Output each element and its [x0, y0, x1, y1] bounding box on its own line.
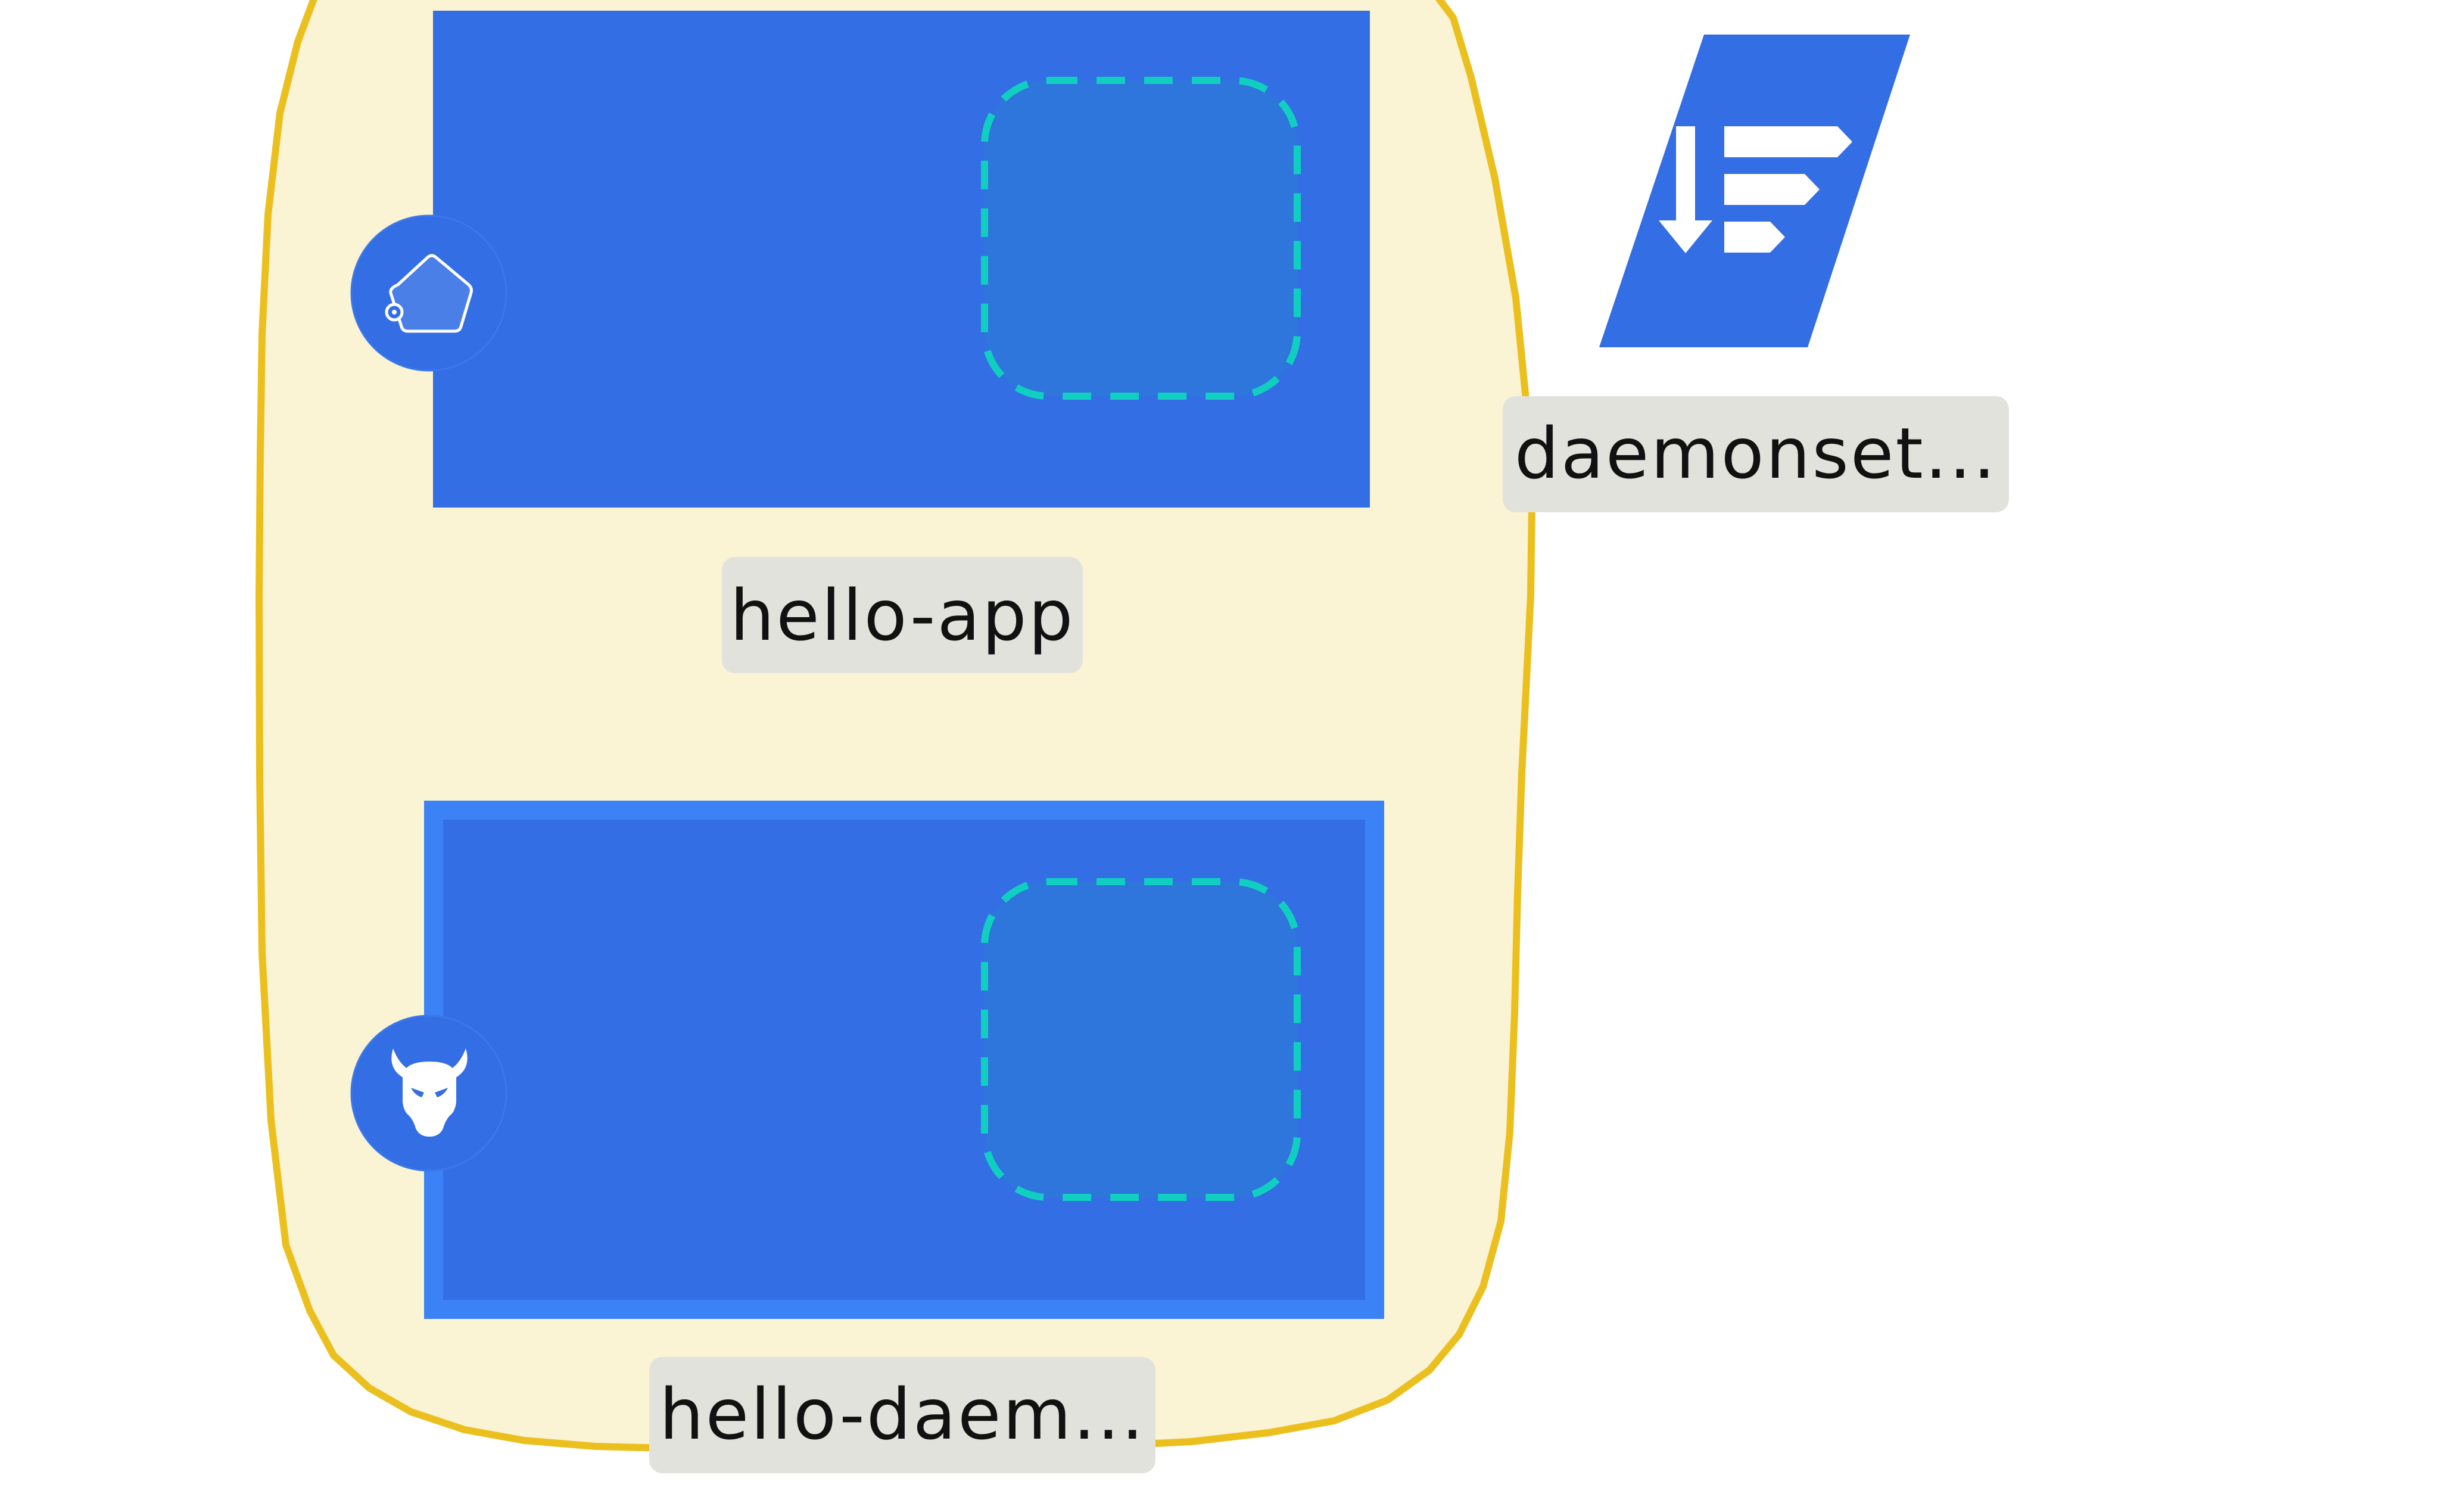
node-label-hello-daem: hello-daem... — [649, 1357, 1155, 1473]
pentagon-tag-icon — [350, 214, 507, 372]
node-label-text: hello-app — [730, 574, 1074, 656]
legend-label-text: daemonset... — [1515, 412, 1998, 494]
container-slot — [981, 878, 1301, 1201]
legend-label-daemonset: daemonset... — [1503, 396, 2009, 512]
node-label-hello-app: hello-app — [722, 557, 1083, 673]
container-slot — [981, 77, 1301, 400]
daemon-head-icon — [350, 1015, 507, 1172]
deployment-block-hello-app[interactable] — [433, 11, 1370, 508]
node-label-text: hello-daem... — [659, 1373, 1145, 1455]
daemonset-list-icon — [1599, 35, 1910, 347]
daemonset-block-hello-daem[interactable] — [424, 801, 1384, 1319]
